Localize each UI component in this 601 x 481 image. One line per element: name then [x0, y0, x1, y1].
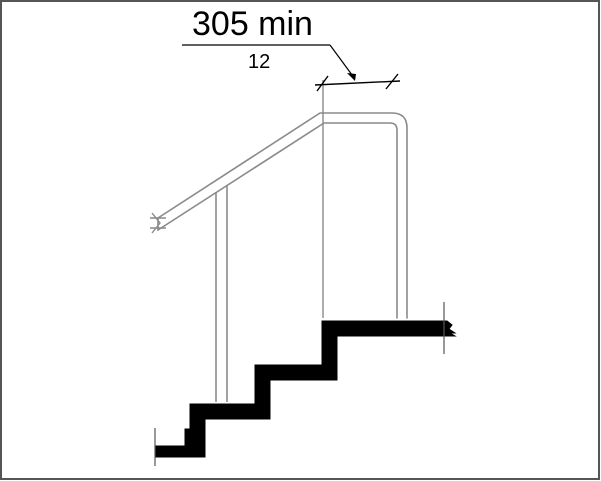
dimension-secondary-label: 12 — [248, 51, 270, 73]
dimension-tick-right — [385, 73, 399, 90]
stair-break-lines — [154, 302, 445, 466]
handrail-outer-edge — [157, 112, 408, 319]
handrail-inner-edge — [157, 122, 398, 319]
dimension-line — [314, 73, 401, 92]
dimension-leader — [182, 44, 356, 80]
stairs — [154, 320, 457, 458]
handrail-break-symbol — [150, 212, 166, 234]
dimension-tick-left — [316, 75, 329, 92]
dimension-primary-label: 305 min — [192, 5, 313, 43]
handrail-post — [215, 185, 228, 402]
leader-arrowhead — [347, 73, 356, 81]
